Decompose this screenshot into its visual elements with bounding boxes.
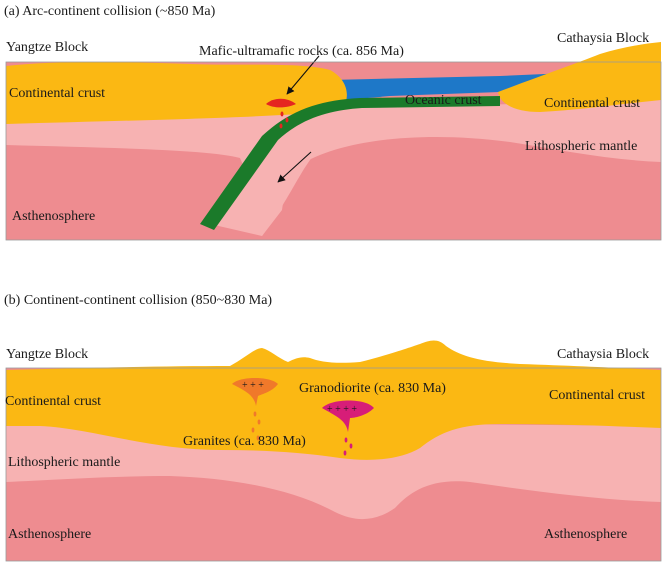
panel-b-title: (b) Continent-continent collision (850~8… [4, 293, 272, 308]
panel-a-title: (a) Arc-continent collision (~850 Ma) [4, 4, 216, 19]
panel-b-label-granodiorite: Granodiorite (ca. 830 Ma) [299, 381, 446, 396]
panel-a-melt-drops [279, 111, 289, 129]
panel-b-granite-pluton [232, 378, 278, 406]
panel-b-frame [5, 367, 662, 562]
panel-b-label-lith-mantle: Lithospheric mantle [8, 455, 120, 470]
panel-a-oceanic-crust [200, 96, 500, 230]
panel-b-label-asthenosphere-right: Asthenosphere [544, 527, 627, 542]
panel-b-granodiorite-drops [343, 437, 353, 456]
panel-a-crust-right [498, 42, 661, 112]
panel-b-label-crust-right: Continental crust [549, 388, 645, 403]
panel-a-label-yangtze: Yangtze Block [6, 40, 88, 55]
panel-a-subduction-arrow [277, 151, 312, 183]
panel-b-granodiorite-marks: + + + + [327, 404, 357, 415]
panel-a-label-oceanic-crust: Oceanic crust [405, 93, 482, 108]
panel-a-lithospheric-mantle [6, 100, 661, 236]
panel-b-granite-marks: + + + [242, 380, 264, 391]
panel-a-label-crust-left: Continental crust [9, 86, 105, 101]
panel-b-label-cathaysia: Cathaysia Block [557, 347, 649, 362]
panel-a-label-asthenosphere: Asthenosphere [12, 209, 95, 224]
panel-b-label-crust-left: Continental crust [5, 394, 101, 409]
panel-b-granodiorite-pluton [322, 400, 374, 432]
panel-b-continental-crust [6, 340, 661, 460]
panel-a-mafic-body [266, 98, 296, 108]
panel-a-subducting-slab [210, 104, 500, 236]
panel-a-frame [5, 61, 662, 241]
panel-b-granite-drops [251, 411, 261, 441]
panel-a-ocean [330, 72, 590, 100]
panel-a-label-mafic: Mafic-ultramafic rocks (ca. 856 Ma) [199, 44, 404, 59]
panel-b-label-granites: Granites (ca. 830 Ma) [183, 434, 306, 449]
panel-b: (b) Continent-continent collision (850~8… [4, 293, 662, 562]
panel-a-label-lith-mantle: Lithospheric mantle [525, 139, 637, 154]
panel-b-label-asthenosphere-left: Asthenosphere [8, 527, 91, 542]
panel-a: (a) Arc-continent collision (~850 Ma) Ya… [4, 4, 662, 241]
panel-a-label-cathaysia: Cathaysia Block [557, 31, 649, 46]
panel-a-crust-left [6, 62, 347, 124]
panel-a-label-crust-right: Continental crust [544, 96, 640, 111]
panel-b-label-yangtze: Yangtze Block [6, 347, 88, 362]
